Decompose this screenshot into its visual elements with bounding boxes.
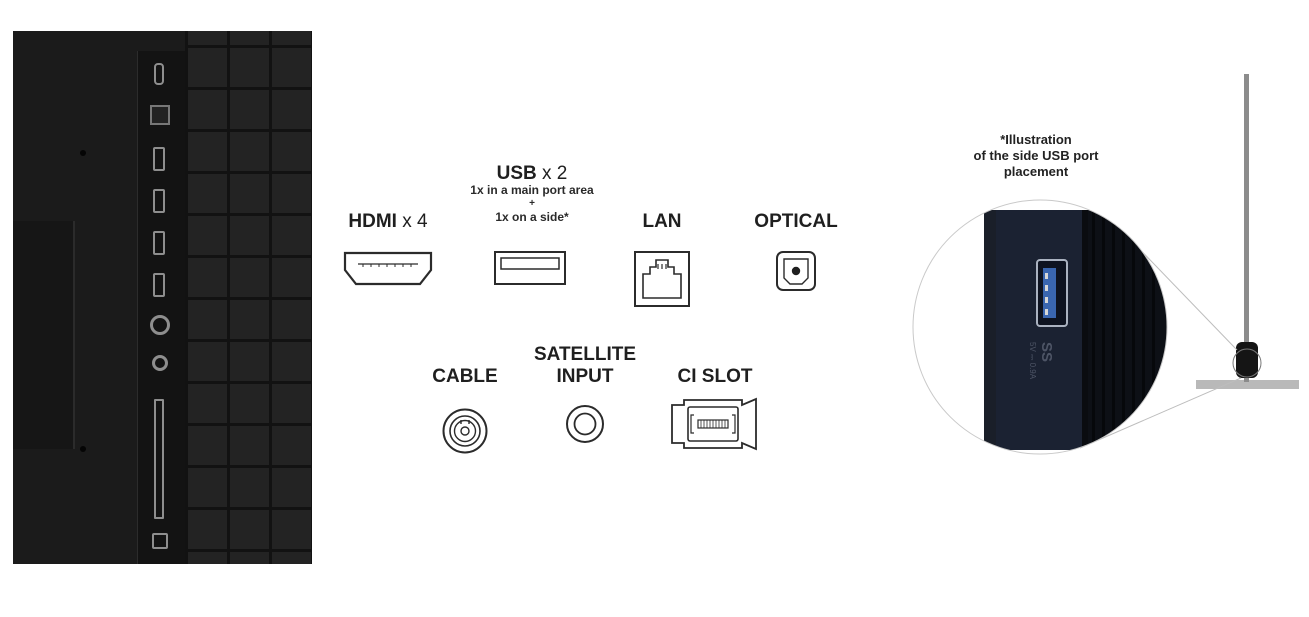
optical-label: OPTICAL bbox=[754, 211, 838, 232]
usb-note-line-3: 1x on a side* bbox=[495, 210, 569, 224]
caption-line-1: *Illustration bbox=[1000, 132, 1072, 147]
tv-back-panel-photo bbox=[13, 31, 312, 564]
caption-line-2: of the side USB port bbox=[973, 148, 1099, 163]
usb-note-line-2: + bbox=[529, 198, 535, 209]
panel-edge bbox=[73, 221, 75, 449]
usb-icon bbox=[493, 250, 567, 286]
usb-rating-text: 5V ⎓ 0.9A bbox=[1028, 342, 1037, 380]
zoom-line-bottom bbox=[1079, 377, 1242, 449]
tv-side-bulge bbox=[1236, 342, 1258, 378]
satellite-label-line-1: SATELLITE bbox=[533, 344, 637, 365]
usb-label: USB x 2 bbox=[496, 163, 568, 184]
usb-logo-text: SS bbox=[1038, 342, 1055, 362]
cable-label: CABLE bbox=[432, 366, 498, 387]
ci-slot-photo bbox=[154, 399, 164, 519]
lan-label: LAN bbox=[642, 211, 682, 232]
panel-recess bbox=[13, 221, 75, 449]
satellite-input-label: SATELLITE INPUT bbox=[515, 344, 655, 388]
lan-icon bbox=[633, 250, 691, 308]
lan-port-photo bbox=[150, 105, 170, 125]
zoom-source-circle bbox=[1232, 348, 1262, 378]
hdmi-port-photo-4 bbox=[153, 273, 165, 297]
screw-hole-bottom bbox=[80, 446, 86, 452]
side-usb-caption: *Illustration of the side USB port place… bbox=[936, 132, 1136, 180]
ci-slot-icon bbox=[670, 397, 758, 451]
caption-line-3: placement bbox=[1003, 164, 1069, 179]
hdmi-port-photo-1 bbox=[153, 147, 165, 171]
zoom-line-top bbox=[1126, 235, 1238, 351]
usb-note: 1x in a main port area + 1x on a side* bbox=[452, 183, 612, 225]
ci-slot-label: CI SLOT bbox=[677, 366, 753, 387]
zoom-circle-content: SS 5V ⎓ 0.9A bbox=[913, 200, 1167, 454]
optical-port-photo bbox=[152, 533, 168, 549]
usb-note-line-1: 1x in a main port area bbox=[470, 183, 594, 197]
optical-icon bbox=[775, 250, 817, 292]
side-usb-illustration: SS 5V ⎓ 0.9A bbox=[912, 74, 1299, 455]
hdmi-port-photo-3 bbox=[153, 231, 165, 255]
cable-icon bbox=[441, 407, 489, 455]
zoom-circle bbox=[912, 199, 1168, 455]
usb-port-photo bbox=[154, 63, 164, 85]
satellite-icon bbox=[565, 404, 605, 444]
hdmi-label: HDMI x 4 bbox=[348, 211, 428, 232]
port-strip bbox=[137, 51, 186, 564]
usb-tongue bbox=[1043, 268, 1056, 318]
satellite-port-photo bbox=[152, 355, 168, 371]
back-grill bbox=[185, 31, 312, 564]
hdmi-icon bbox=[343, 250, 433, 288]
tv-side-profile bbox=[1244, 74, 1249, 382]
satellite-label-line-2: INPUT bbox=[556, 366, 614, 387]
tv-stand-base bbox=[1196, 380, 1299, 389]
screw-hole-top bbox=[80, 150, 86, 156]
hdmi-port-photo-2 bbox=[153, 189, 165, 213]
cable-port-photo bbox=[150, 315, 170, 335]
